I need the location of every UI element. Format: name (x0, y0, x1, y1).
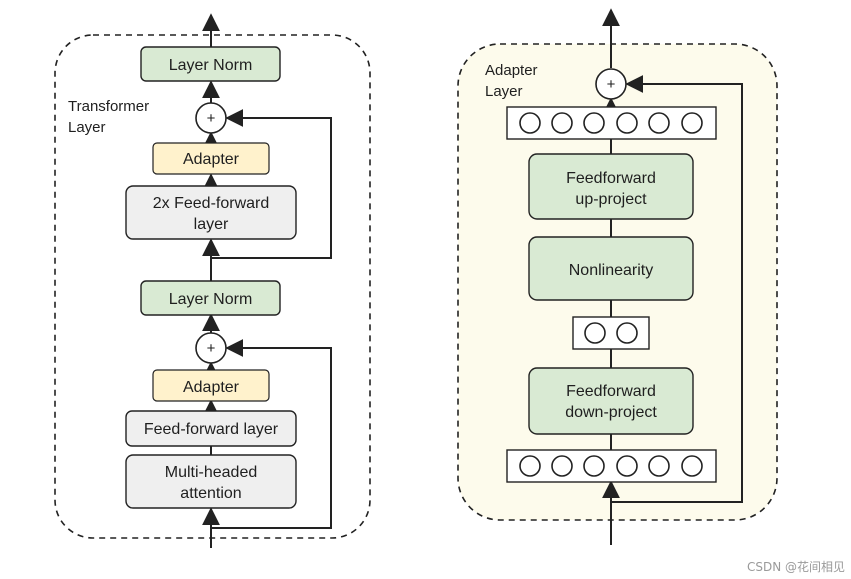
multi-headed-attention-label-1: Multi-headed (165, 464, 258, 481)
adapter-layer-label-2: Layer (485, 83, 523, 100)
adapter-layer-label: Adapter (485, 62, 538, 79)
residual-connection-bottom (211, 339, 332, 529)
layer-norm-top-label: Layer Norm (169, 57, 253, 74)
transformer-layer-label: Transformer (68, 98, 149, 115)
feed-forward-2x-label-2: layer (194, 216, 229, 233)
feed-forward-layer (125, 410, 297, 447)
adapter-top-label: Adapter (183, 151, 240, 168)
transformer-layer-label-2: Layer (68, 119, 106, 136)
feed-forward-2x (125, 185, 297, 240)
adapter-plus-node (595, 68, 627, 100)
feed-forward-2x-label-1: 2x Feed-forward (153, 195, 270, 212)
transformer-layer-boundary (54, 34, 371, 539)
output-unit (681, 112, 703, 134)
output-unit (616, 112, 638, 134)
adapter-bottom (152, 369, 270, 402)
input-unit (681, 455, 703, 477)
layer-norm-bottom-label: Layer Norm (169, 291, 253, 308)
input-vector (506, 449, 717, 483)
plus-node-top (195, 102, 227, 134)
input-unit (583, 455, 605, 477)
nonlinearity-label: Nonlinearity (569, 262, 653, 279)
plus-symbol-bottom: + (207, 340, 216, 357)
down-project-label-1: Feedforward (566, 383, 656, 400)
input-unit (551, 455, 573, 477)
output-vector (506, 106, 717, 140)
bottleneck-unit (584, 322, 606, 344)
bottleneck-vector (572, 316, 650, 350)
multi-headed-attention-label-2: attention (180, 485, 241, 502)
feedforward-up-project (528, 153, 694, 220)
residual-connection-top (211, 109, 332, 259)
plus-node-bottom (195, 332, 227, 364)
output-unit (583, 112, 605, 134)
output-unit (648, 112, 670, 134)
layer-norm-bottom (140, 280, 281, 316)
adapter-bottom-label: Adapter (183, 379, 240, 396)
adapter-top (152, 142, 270, 175)
output-unit (551, 112, 573, 134)
up-project-label-2: up-project (575, 191, 647, 208)
adapter-skip-connection (611, 75, 743, 503)
layer-norm-top (140, 46, 281, 82)
feed-forward-layer-label: Feed-forward layer (144, 421, 279, 438)
bottleneck-unit (616, 322, 638, 344)
input-unit (616, 455, 638, 477)
down-project-label-2: down-project (565, 404, 657, 421)
nonlinearity (528, 236, 694, 301)
output-unit (519, 112, 541, 134)
input-unit (648, 455, 670, 477)
watermark: CSDN @花间相见 (746, 560, 845, 574)
multi-headed-attention (125, 454, 297, 509)
adapter-plus-symbol: + (607, 76, 616, 93)
up-project-label-1: Feedforward (566, 170, 656, 187)
feedforward-down-project (528, 367, 694, 435)
input-unit (519, 455, 541, 477)
plus-symbol-top: + (207, 110, 216, 127)
